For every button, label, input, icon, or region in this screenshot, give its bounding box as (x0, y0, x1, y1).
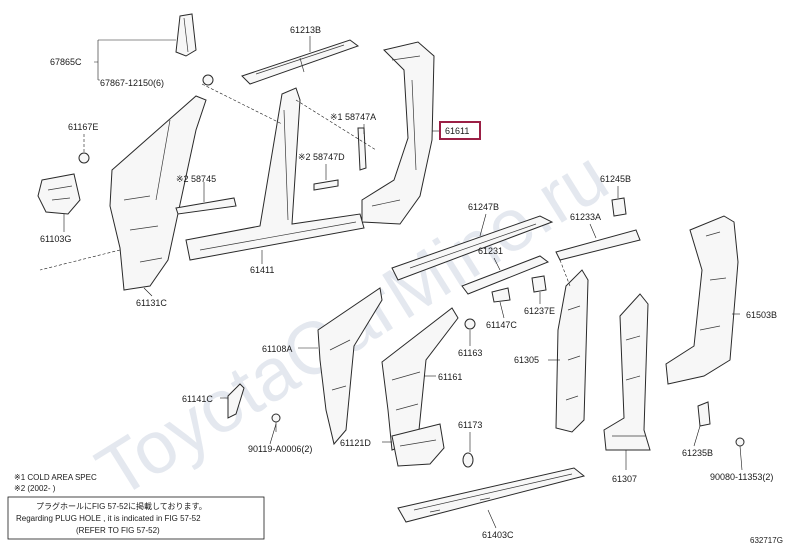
part-67865c-shape (175, 13, 214, 86)
part-61307-shape (603, 293, 651, 451)
label-61141c[interactable]: 61141C (182, 394, 213, 404)
label-61213b[interactable]: 61213B (290, 25, 321, 35)
leader-lines (39, 36, 743, 529)
label-67865c[interactable]: 67865C (50, 57, 82, 67)
label-61235b[interactable]: 61235B (682, 448, 713, 458)
label-61403c[interactable]: 61403C (482, 530, 514, 540)
label-90119[interactable]: 90119-A0006(2) (248, 444, 312, 454)
part-61163-shape (464, 318, 476, 330)
part-61503b-shape (665, 215, 739, 385)
label-61147c[interactable]: 61147C (486, 320, 517, 330)
label-61231[interactable]: 61231 (478, 246, 503, 256)
part-61231-shape (461, 255, 550, 295)
info-box (7, 496, 265, 540)
label-61161[interactable]: 61161 (438, 372, 462, 382)
part-61403c-shape (397, 467, 586, 523)
label-61245b[interactable]: 61245B (600, 174, 631, 184)
part-61305-shape (555, 269, 589, 433)
label-61108a[interactable]: 61108A (262, 344, 292, 354)
label-61131c[interactable]: 61131C (136, 298, 167, 308)
part-90119-shape (271, 413, 281, 432)
part-61411-shape (185, 87, 365, 261)
label-61233a[interactable]: 61233A (570, 212, 601, 222)
label-58747a[interactable]: ※1 58747A (330, 112, 376, 122)
label-61237e[interactable]: 61237E (524, 306, 555, 316)
part-61213b-shape (241, 39, 360, 85)
label-67867[interactable]: 67867-12150(6) (100, 78, 164, 88)
label-90080[interactable]: 90080-11353(2) (710, 472, 773, 482)
label-61167e[interactable]: 61167E (68, 122, 98, 132)
part-61121d-shape (391, 423, 445, 467)
part-pads-shape (175, 127, 367, 215)
part-small-clips-shape (491, 275, 547, 303)
label-61103g[interactable]: 61103G (40, 234, 71, 244)
note-cold-area: ※1 COLD AREA SPEC (14, 473, 97, 482)
label-61503b[interactable]: 61503B (746, 310, 777, 320)
highlight-box-61611 (439, 121, 481, 140)
info-box-line-3: (REFER TO FIG 57-52) (76, 526, 160, 535)
info-box-line-2: Regarding PLUG HOLE , it is indicated in… (16, 514, 201, 523)
label-61305[interactable]: 61305 (514, 355, 539, 365)
part-61103g-shape (37, 173, 81, 215)
part-61245b-shape (611, 197, 627, 217)
label-61307[interactable]: 61307 (612, 474, 637, 484)
part-61611-shape (361, 41, 435, 225)
figure-id: 632717G (750, 536, 783, 545)
label-58747d[interactable]: ※2 58747D (298, 152, 345, 162)
part-61233a-shape (555, 229, 641, 261)
label-61163[interactable]: 61163 (458, 348, 482, 358)
label-61411[interactable]: 61411 (250, 265, 274, 275)
info-box-line-1: プラグホールにFIG 57-52に掲載しております。 (36, 501, 207, 511)
label-61247b[interactable]: 61247B (468, 202, 499, 212)
part-61108a-shape (317, 287, 383, 446)
part-61235b-shape (697, 401, 745, 447)
part-61173-shape (462, 452, 474, 468)
label-58745[interactable]: ※2 58745 (176, 174, 216, 184)
label-61611[interactable]: 61611 (445, 126, 469, 136)
part-61247b-shape (391, 215, 554, 281)
note-year: ※2 (2002- ) (14, 484, 56, 493)
part-61141c-shape (227, 383, 245, 419)
part-61131c-shape (109, 95, 207, 291)
part-61161-shape (381, 307, 459, 451)
label-61121d[interactable]: 61121D (340, 438, 371, 448)
part-61167e-shape (78, 152, 90, 164)
label-61173[interactable]: 61173 (458, 420, 482, 430)
